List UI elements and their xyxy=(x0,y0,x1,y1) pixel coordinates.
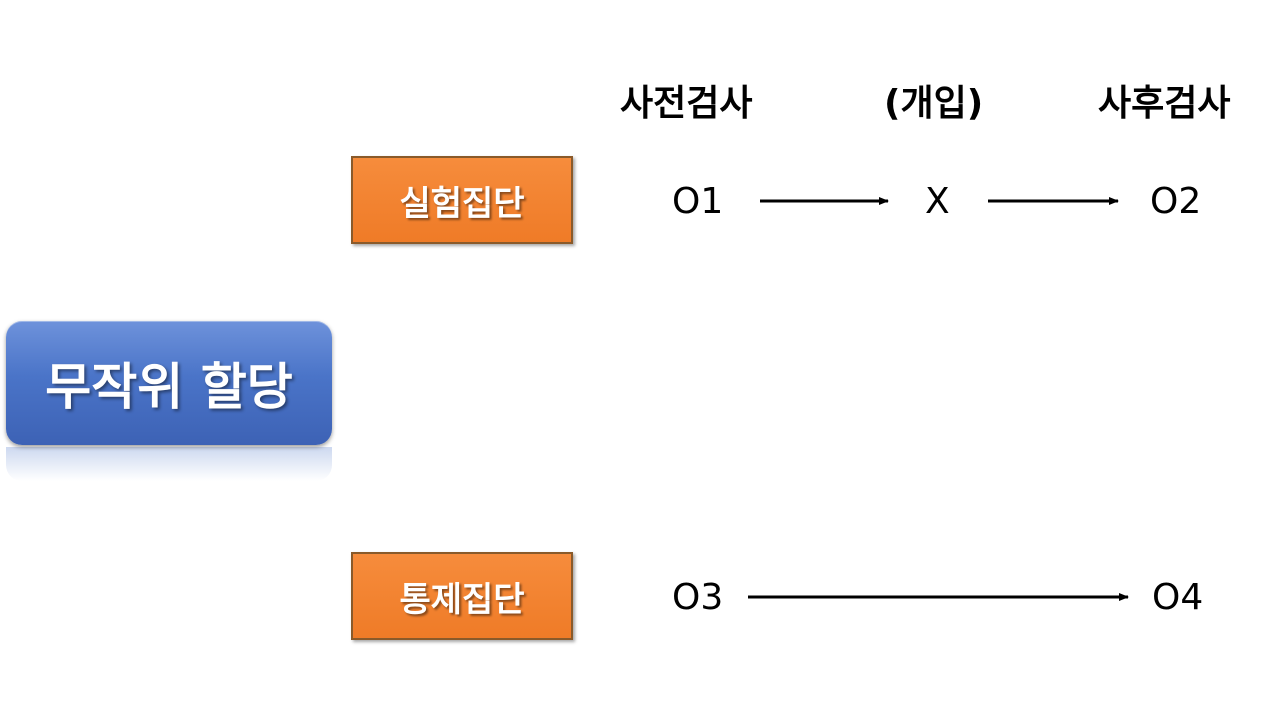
random-assignment-box: 무작위 할당 xyxy=(6,321,332,445)
random-assignment-label: 무작위 할당 xyxy=(45,358,293,416)
header-intervention: (개입) xyxy=(884,83,984,124)
header-pretest: 사전검사 xyxy=(620,83,753,124)
observation-o1: O1 xyxy=(672,181,724,222)
treatment-x: X xyxy=(925,181,950,222)
control-group-box: 통제집단 xyxy=(351,552,573,640)
observation-o4: O4 xyxy=(1152,577,1204,618)
observation-o2: O2 xyxy=(1150,181,1202,222)
observation-o3: O3 xyxy=(672,577,724,618)
experimental-group-label: 실험집단 xyxy=(399,183,525,224)
control-group-label: 통제집단 xyxy=(399,579,525,620)
header-posttest: 사후검사 xyxy=(1098,83,1231,124)
random-assignment-reflection xyxy=(6,447,332,481)
experimental-group-box: 실험집단 xyxy=(351,156,573,244)
